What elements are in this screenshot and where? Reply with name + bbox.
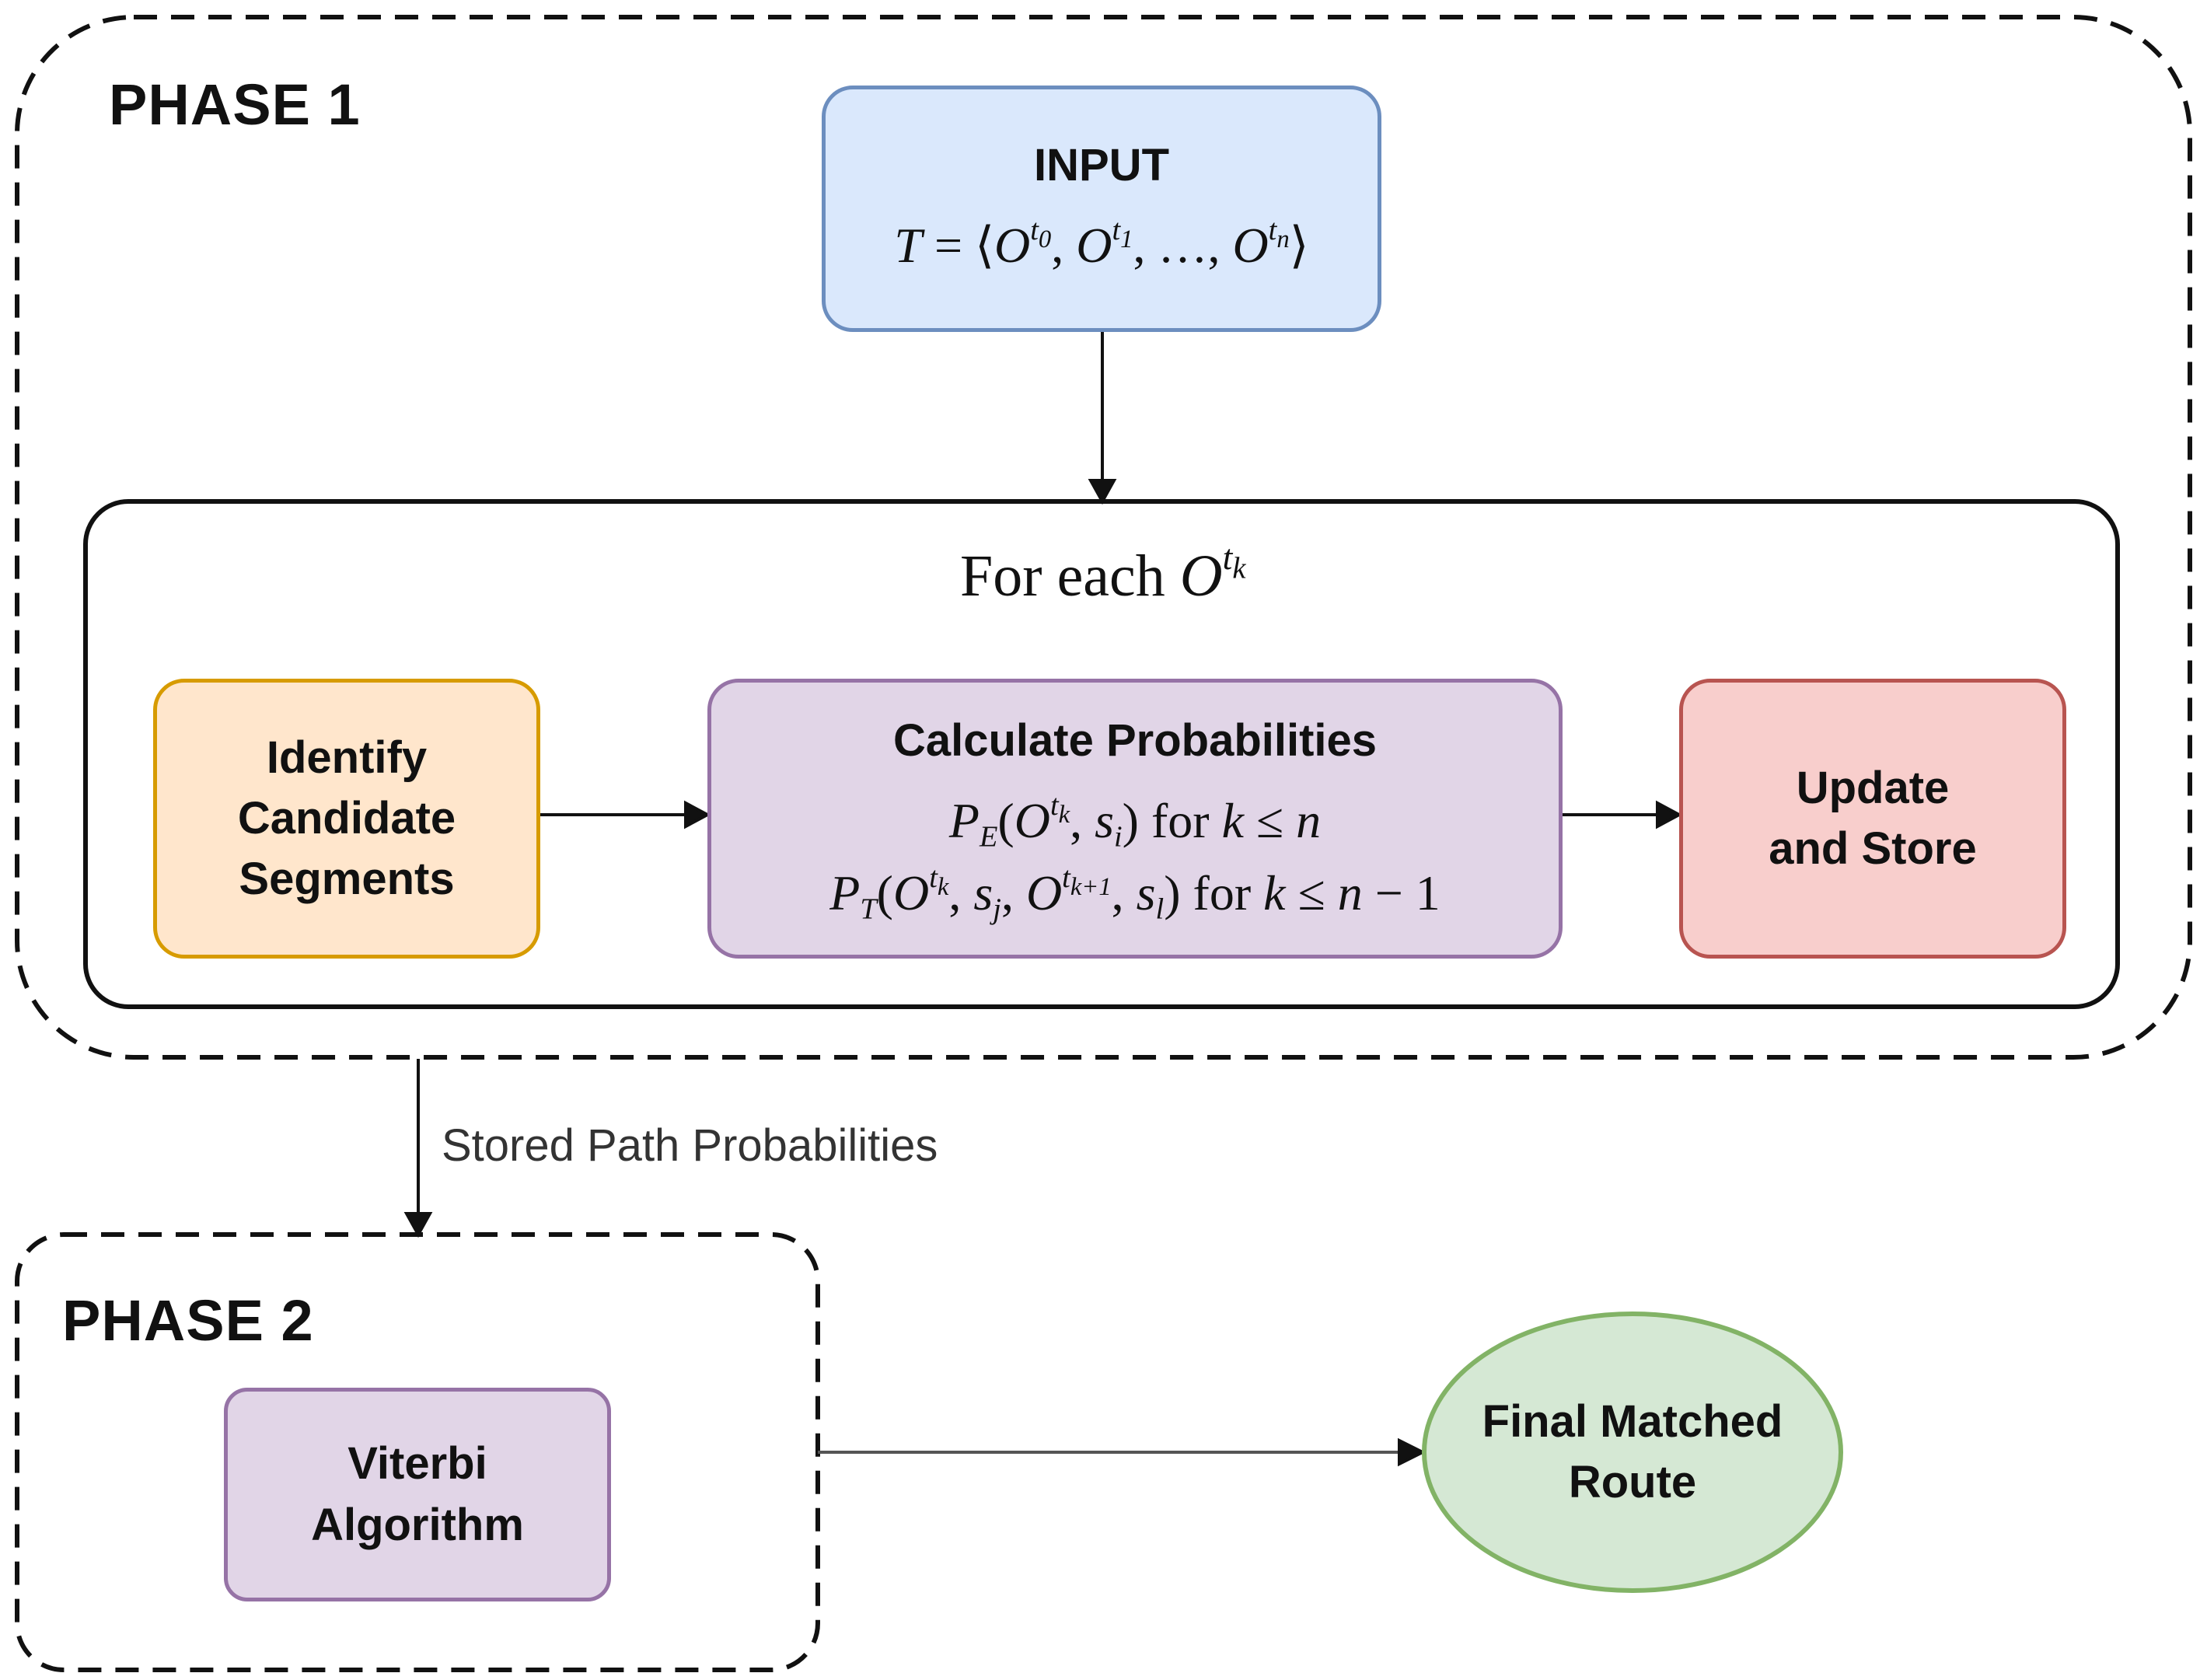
arrowhead-identify-to-calculate: [684, 800, 711, 830]
identify-candidate-segments-node: Identify Candidate Segments: [153, 679, 540, 959]
phase2-label: PHASE 2: [62, 1288, 314, 1353]
final-node-shape: [1422, 1312, 1843, 1593]
input-title: INPUT: [1034, 139, 1169, 190]
input-formula: T = ⟨Ot0, Ot1, …, Otn⟩: [894, 214, 1309, 274]
input-node: INPUT T = ⟨Ot0, Ot1, …, Otn⟩: [822, 86, 1381, 332]
identify-line2: Candidate: [237, 792, 456, 843]
final-line1: Final Matched: [1482, 1395, 1783, 1447]
edge-label-stored-path-probabilities: Stored Path Probabilities: [442, 1120, 938, 1171]
phase1-label: PHASE 1: [109, 72, 361, 137]
emission-probability-formula: PE(Otk, si) for k ≤ n: [948, 789, 1322, 854]
final-matched-route-node: Final Matched Route: [1424, 1314, 1841, 1591]
phase1-container: [15, 15, 2192, 1060]
identify-line1: Identify: [266, 732, 428, 783]
arrowhead-input-to-loop: [1088, 479, 1117, 505]
viterbi-algorithm-node: Viterbi Algorithm: [224, 1388, 611, 1601]
update-and-store-node: Update and Store: [1679, 679, 2066, 959]
viterbi-line1: Viterbi: [347, 1438, 487, 1490]
arrowhead-phase2-to-final: [1398, 1437, 1427, 1467]
final-line2: Route: [1568, 1457, 1697, 1507]
loop-title: For each Otk: [960, 537, 1246, 609]
identify-line3: Segments: [239, 854, 455, 905]
arrowhead-phase1-to-phase2: [403, 1212, 433, 1238]
viterbi-line2: Algorithm: [311, 1499, 524, 1550]
transition-probability-formula: PT(Otk, sj, Otk+1, sl) for k ≤ n − 1: [829, 861, 1440, 925]
update-line2: and Store: [1769, 823, 1977, 874]
calculate-probabilities-node: Calculate Probabilities PE(Otk, si) for …: [707, 679, 1563, 959]
update-line1: Update: [1796, 762, 1950, 813]
calculate-title: Calculate Probabilities: [892, 715, 1378, 766]
arrowhead-calculate-to-update: [1656, 800, 1683, 830]
